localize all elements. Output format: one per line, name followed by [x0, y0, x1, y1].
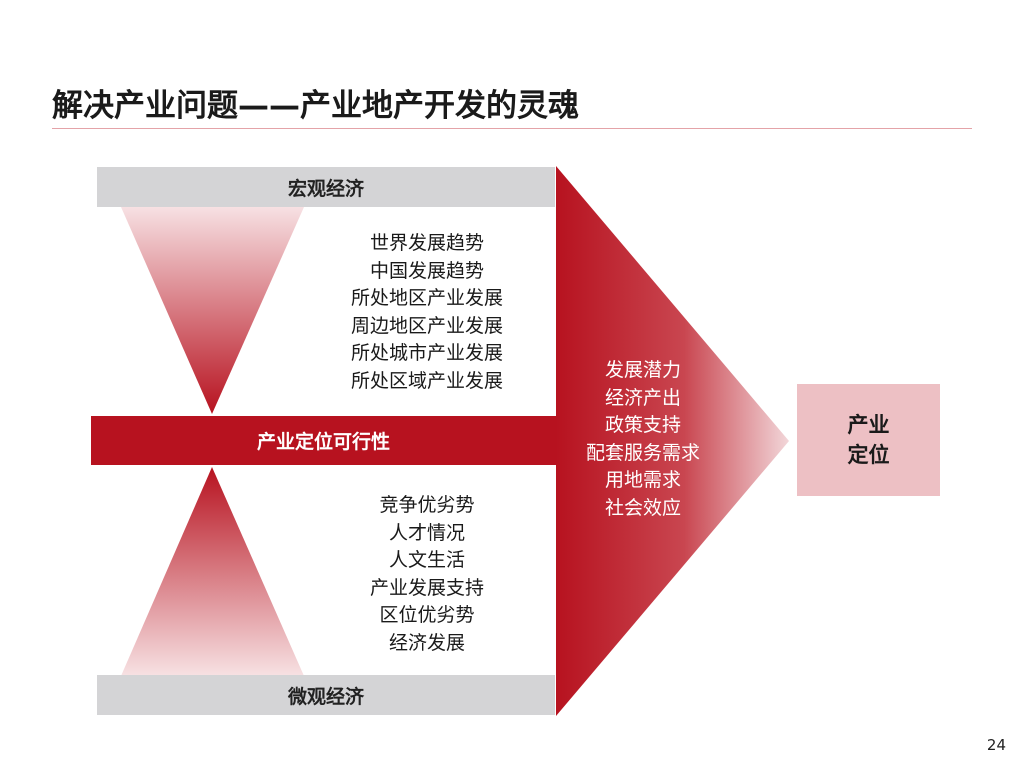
list-item: 经济发展	[388, 631, 465, 654]
list-item: 配套服务需求	[585, 441, 700, 464]
micro-economy-bar: 微观经济	[97, 675, 555, 715]
macro-factor-list: 世界发展趋势 中国发展趋势 所处地区产业发展 周边地区产业发展 所处城市产业发展…	[318, 230, 536, 395]
list-item: 人才情况	[388, 521, 465, 544]
list-item: 所处区域产业发展	[350, 369, 503, 392]
list-item: 用地需求	[604, 469, 681, 491]
list-item: 人文生活	[388, 549, 465, 571]
list-item: 周边地区产业发展	[350, 314, 503, 337]
industry-positioning-feasibility-bar: 产业定位可行性	[91, 416, 556, 465]
list-item: 经济产出	[604, 386, 681, 409]
arrow-shape	[556, 166, 789, 716]
list-item: 竞争优劣势	[379, 494, 475, 516]
list-item: 社会效应	[604, 496, 681, 519]
list-item: 产业发展支持	[369, 576, 484, 599]
bottom-funnel	[121, 467, 304, 676]
list-item: 发展潜力	[604, 359, 681, 381]
result-line-1: 产业	[847, 413, 890, 437]
arrow-item-list: 发展潜力 经济产出 政策支持 配套服务需求 用地需求 社会效应	[564, 357, 722, 522]
title-divider	[52, 128, 972, 129]
macro-economy-bar: 宏观经济	[97, 167, 555, 207]
page-title: 解决产业问题——产业地产开发的灵魂	[52, 88, 579, 124]
list-item: 世界发展趋势	[369, 232, 484, 254]
list-item: 政策支持	[604, 414, 681, 436]
list-item: 所处地区产业发展	[350, 287, 503, 309]
top-funnel	[121, 207, 304, 414]
result-line-2: 定位	[847, 443, 890, 467]
list-item: 所处城市产业发展	[350, 342, 503, 364]
industry-positioning-box: 产业 定位	[797, 384, 940, 496]
page-number: 24	[986, 736, 1006, 754]
micro-factor-list: 竞争优劣势 人才情况 人文生活 产业发展支持 区位优劣势 经济发展	[318, 492, 536, 657]
list-item: 中国发展趋势	[369, 259, 484, 282]
list-item: 区位优劣势	[379, 604, 475, 626]
